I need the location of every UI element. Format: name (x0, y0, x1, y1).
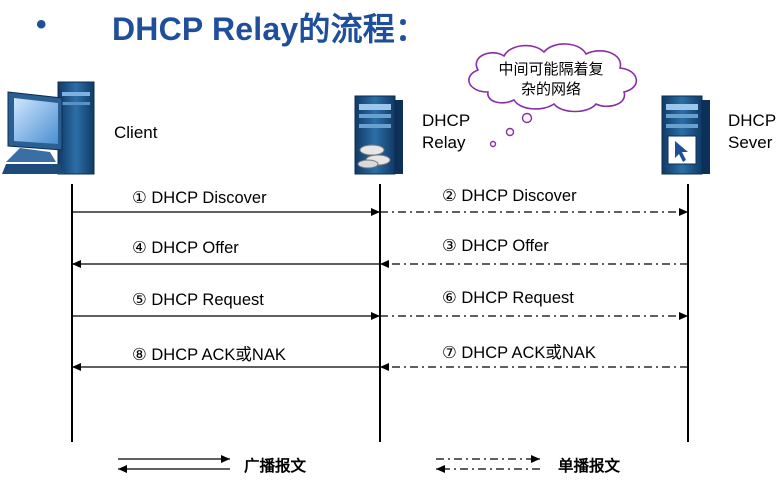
relay-label-line1: DHCP (422, 111, 471, 130)
cloud-text: 中间可能隔着复 杂的网络 (496, 60, 606, 100)
dhcp-server-icon (661, 95, 710, 175)
title-bullet: • (36, 8, 47, 41)
legend-unicast-label: 单播报文 (558, 458, 621, 475)
client-computer-icon (2, 81, 95, 175)
msg-label-8: ⑧ DHCP ACK或NAK (132, 346, 286, 364)
relay-label-line2: Relay (422, 133, 466, 152)
legend-broadcast-symbol (118, 455, 230, 473)
relay-server-icon (354, 95, 403, 175)
network-cloud (468, 43, 638, 148)
client-label: Client (114, 123, 158, 142)
page-title: DHCP Relay的流程： (112, 11, 428, 47)
server-label-line1: DHCP (728, 111, 777, 130)
msg-label-5: ⑤ DHCP Request (132, 291, 264, 309)
msg-label-1: ① DHCP Discover (132, 189, 267, 207)
server-label: DHCP Sever (728, 110, 776, 154)
msg-label-7: ⑦ DHCP ACK或NAK (442, 344, 596, 362)
msg-label-3: ③ DHCP Offer (442, 237, 549, 255)
server-label-line2: Sever (728, 133, 773, 152)
legend-unicast-symbol (436, 455, 540, 473)
msg-label-2: ② DHCP Discover (442, 187, 577, 205)
msg-label-4: ④ DHCP Offer (132, 239, 239, 257)
msg-label-6: ⑥ DHCP Request (442, 289, 574, 307)
cloud-text-line1: 中间可能隔着复 (498, 61, 604, 78)
cloud-text-line2: 杂的网络 (520, 81, 581, 98)
relay-label: DHCP Relay (422, 110, 470, 154)
legend-broadcast-label: 广播报文 (244, 458, 307, 475)
